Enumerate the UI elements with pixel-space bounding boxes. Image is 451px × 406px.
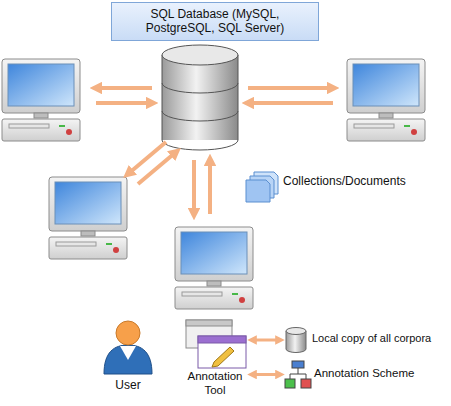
annotation-tool-item: Annotation Tool xyxy=(180,318,250,404)
node-label: Annotation Tool xyxy=(180,370,250,398)
annotation-scheme-item: Annotation Scheme xyxy=(283,359,449,390)
node-label: Local copy of all corpora xyxy=(312,332,431,345)
user-item: User xyxy=(98,318,158,394)
node-label: Collections/Documents xyxy=(283,174,406,188)
double-arrow xyxy=(252,339,280,342)
node-label: Annotation Scheme xyxy=(314,367,414,381)
node-label: SQL Database (MySQL, PostgreSQL, SQL Ser… xyxy=(120,7,310,36)
local-copy-item: Local copy of all corpora xyxy=(283,326,449,354)
double-arrow xyxy=(252,373,280,376)
node-label: User xyxy=(98,378,158,392)
database-title-box: SQL Database (MySQL, PostgreSQL, SQL Ser… xyxy=(111,2,319,41)
documents-item: Collections/Documents xyxy=(243,170,443,204)
